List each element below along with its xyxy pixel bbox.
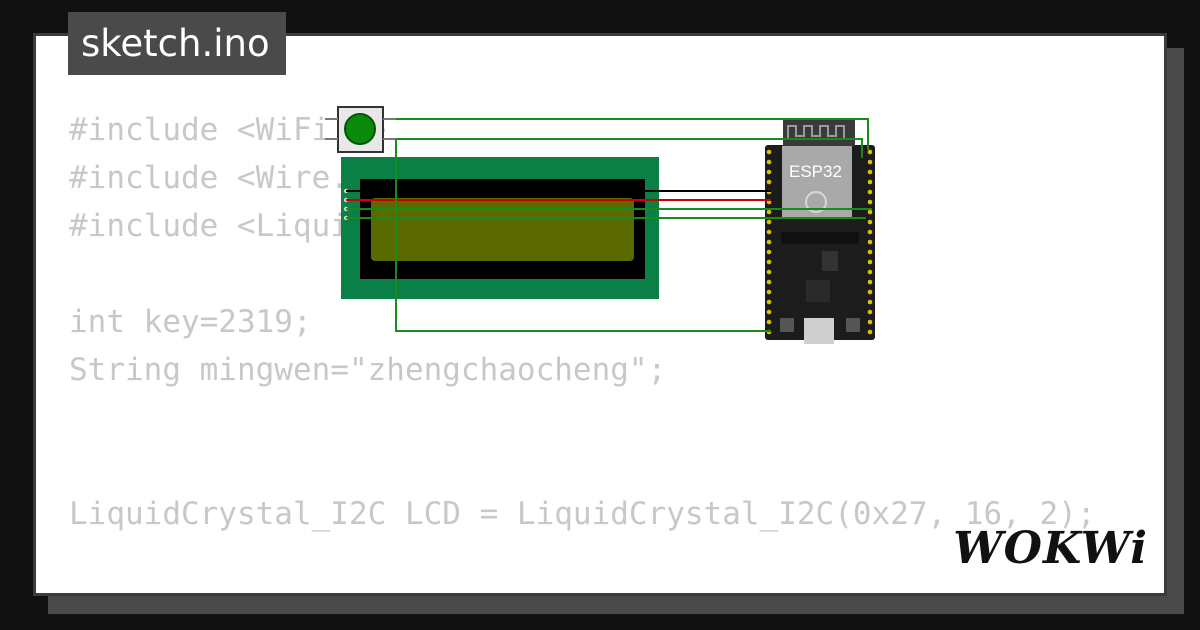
wires [346, 118, 872, 332]
file-tab[interactable]: sketch.ino [68, 12, 286, 75]
code-line-11: //按钮 [69, 586, 1096, 593]
esp32-chip-label: ESP32 [789, 162, 842, 181]
code-line-5: int key=2319; [69, 304, 312, 340]
wokwi-logo[interactable]: WOKWi [953, 523, 1148, 574]
lcd-display[interactable] [341, 157, 659, 299]
code-line-9: LiquidCrystal_I2C LCD = LiquidCrystal_I2… [69, 496, 1096, 532]
code-line-6: String mingwen="zhengchaocheng"; [69, 352, 667, 388]
push-button[interactable] [325, 106, 396, 153]
esp32-board[interactable]: ESP32 [765, 118, 875, 344]
